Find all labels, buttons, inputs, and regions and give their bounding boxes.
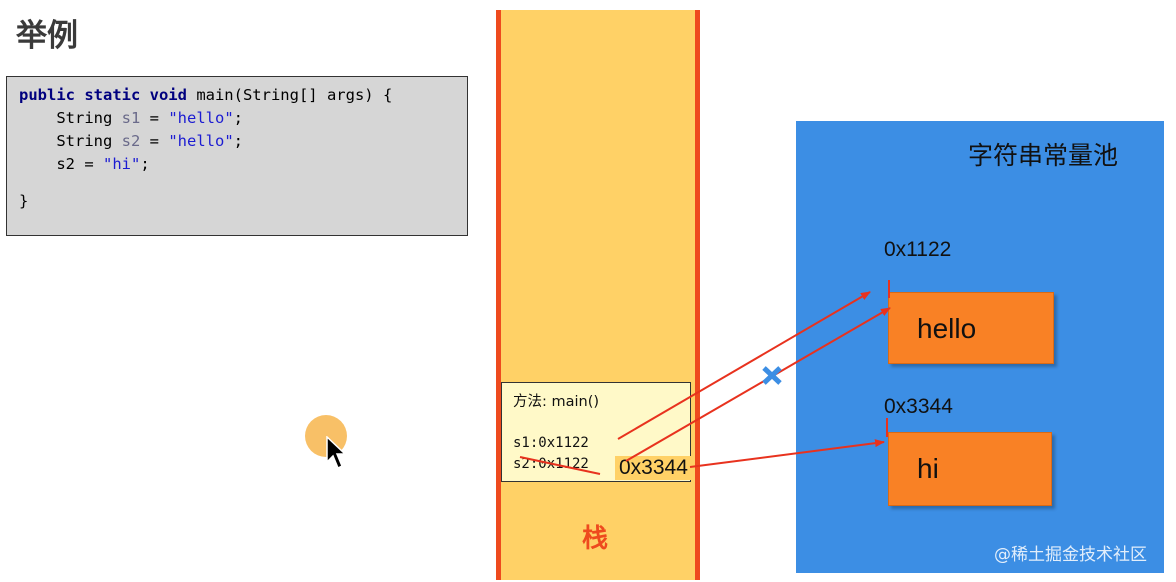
code-end: ; xyxy=(233,132,243,150)
code-line-1: public static void main(String[] args) { xyxy=(19,84,455,107)
code-var-s2: s2 xyxy=(56,155,75,173)
code-end: ; xyxy=(233,109,243,127)
pool-string-hi-value: hi xyxy=(917,453,939,484)
code-string: "hello" xyxy=(168,109,234,127)
stack-region xyxy=(496,10,700,580)
cross-mark-icon xyxy=(762,366,782,385)
s2-old-reference-arrow xyxy=(625,307,891,462)
code-string: "hello" xyxy=(168,132,234,150)
stack-label: 栈 xyxy=(582,524,609,554)
code-eq: = xyxy=(140,109,169,127)
pool-address-hi: 0x3344 xyxy=(884,395,953,418)
mouse-pointer-icon xyxy=(326,436,347,470)
page-title: 举例 xyxy=(16,18,78,54)
pool-string-hello: hello xyxy=(888,292,1054,364)
code-type: String xyxy=(56,109,122,127)
s1-reference-arrow xyxy=(617,291,871,440)
code-type: String xyxy=(56,132,122,150)
code-eq: = xyxy=(140,132,169,150)
pool-title: 字符串常量池 xyxy=(968,141,1119,170)
code-line-2: String s1 = "hello"; xyxy=(19,107,455,130)
s2-new-reference-arrow xyxy=(689,439,885,468)
code-var-s1: s1 xyxy=(121,109,141,127)
code-line-3: String s2 = "hello"; xyxy=(19,130,455,153)
pool-address-hello: 0x1122 xyxy=(884,238,952,261)
code-eq: = xyxy=(75,155,103,173)
code-block: public static void main(String[] args) {… xyxy=(6,76,468,236)
frame-var-s1: s1:0x1122 xyxy=(513,435,589,451)
code-line-4: s2 = "hi"; xyxy=(19,153,455,176)
code-keyword: public static void xyxy=(19,86,187,104)
code-string: "hi" xyxy=(103,155,141,173)
code-end: ; xyxy=(140,155,150,173)
pool-string-hi: hi xyxy=(888,432,1052,506)
code-var-s2: s2 xyxy=(121,132,141,150)
pool-string-hello-value: hello xyxy=(917,313,977,344)
watermark: @稀土掘金技术社区 xyxy=(994,545,1147,565)
s2-strike-line xyxy=(519,456,601,475)
frame-method-label: 方法: main() xyxy=(513,394,600,410)
code-text: main(String[] args) { xyxy=(186,86,393,104)
code-line-5: } xyxy=(19,192,29,210)
